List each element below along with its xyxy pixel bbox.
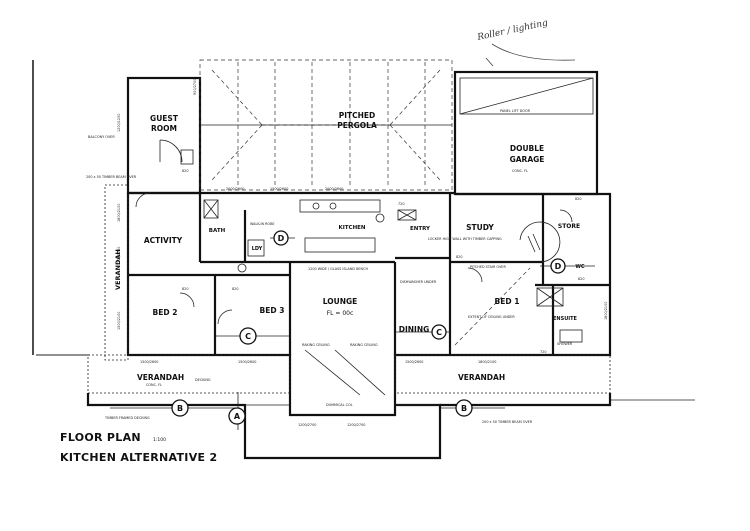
- room-label-wc: WC: [575, 264, 585, 270]
- interior-fixtures: [135, 192, 583, 396]
- room-label-bath: BATH: [209, 228, 226, 234]
- plan-title-scale: 1:100: [153, 437, 166, 443]
- room-label-ensuite: ENSUITE: [553, 316, 578, 322]
- dim-16: 820: [182, 169, 188, 173]
- room-label-activity: ACTIVITY: [144, 236, 183, 245]
- note-raking-ceiling-1: RAKING CEILING: [302, 343, 330, 347]
- dim-19: 820: [456, 255, 462, 259]
- dim-8: 1200/2700: [298, 423, 316, 427]
- dim-20: 820: [575, 197, 581, 201]
- note-beam-over-right: 200 x 50 TIMBER BEAM OVER: [482, 420, 533, 424]
- dim-21: 820: [578, 277, 584, 281]
- room-label-garage-2: GARAGE: [510, 155, 545, 164]
- note-locker-wall: LOCKER HIGH WALL WITH TIMBER CAPPING: [428, 237, 502, 241]
- section-marker-b-left-label: B: [177, 404, 183, 413]
- section-marker-b-left: B: [110, 399, 240, 417]
- verandah-areas: [86, 184, 612, 460]
- dim-2: 1500/2600: [238, 360, 256, 364]
- room-label-garage-1: DOUBLE: [510, 144, 544, 153]
- dim-6: 1500/2600: [270, 187, 288, 191]
- dim-5: 2000/2600: [325, 187, 343, 191]
- room-label-store: STORE: [558, 223, 580, 230]
- room-label-bed1: BED 1: [495, 297, 520, 306]
- dim-12: 1200/1200: [117, 247, 121, 265]
- room-label-bed3: BED 3: [260, 306, 285, 315]
- dim-14: 1200/1200: [117, 114, 121, 132]
- note-conc-fl-garage: CONC. FL: [512, 169, 528, 173]
- section-marker-b-right-label: B: [461, 404, 467, 413]
- note-raking-ceiling-2: RAKING CEILING: [350, 343, 378, 347]
- room-label-guest-2: ROOM: [151, 124, 177, 133]
- dim-23: 720: [540, 350, 546, 354]
- section-marker-a-left-label: A: [234, 412, 241, 421]
- house-outline: [126, 191, 612, 417]
- dim-18: 820: [232, 287, 238, 291]
- garage-block: [453, 70, 599, 196]
- room-label-entry: ENTRY: [410, 226, 431, 232]
- section-marker-a-left: A: [228, 392, 246, 430]
- room-label-dining: DINING: [399, 325, 430, 334]
- note-conc-fl-verandah: CONC. FL: [146, 383, 162, 387]
- section-marker-b-right: B: [440, 399, 505, 417]
- handwritten-note: Roller / lighting: [476, 18, 549, 43]
- section-marker-d-study: D: [540, 258, 595, 274]
- note-walk-in-robe: WALK-IN ROBE: [250, 222, 275, 226]
- room-label-pergola-1: PITCHED: [339, 111, 376, 120]
- note-timber-decking: TIMBER FRAMED DECKING: [104, 416, 150, 420]
- dim-22: 720: [398, 202, 404, 206]
- section-marker-d-bath: D: [270, 230, 295, 246]
- room-label-study: STUDY: [466, 223, 494, 232]
- dim-11: 1800/2100: [117, 204, 121, 222]
- dim-10: 900/2700: [193, 79, 197, 95]
- note-shower: SHOWER: [557, 342, 573, 346]
- note-dishwasher: DISHWASHER UNDER: [400, 280, 437, 284]
- note-beam-over-left: 200 x 50 TIMBER BEAM OVER: [86, 175, 137, 179]
- section-marker-c-bed3-label: C: [245, 332, 251, 341]
- room-label-verandah-right: VERANDAH: [458, 373, 505, 382]
- note-extent-ceiling: EXTENT OF CEILING UNDER: [468, 315, 515, 319]
- dim-1: 1500/2600: [140, 360, 158, 364]
- dim-4: 1800/2100: [478, 360, 496, 364]
- dim-15: 1800/2100: [604, 302, 608, 320]
- dim-7: 2000/2600: [226, 187, 244, 191]
- room-label-kitchen: KITCHEN: [338, 225, 365, 231]
- room-label-lounge-fl: FL = 00c: [327, 310, 354, 317]
- note-panel-lift-door: PANEL LIFT DOOR: [500, 109, 531, 113]
- dim-3: 1500/2600: [405, 360, 423, 364]
- plan-title: FLOOR PLAN: [60, 431, 141, 444]
- dim-9: 1200/2700: [347, 423, 365, 427]
- room-label-ldy: LDY: [252, 246, 263, 252]
- room-label-guest-1: GUEST: [150, 114, 179, 123]
- section-marker-c-dining-label: C: [436, 328, 442, 337]
- note-balcony-over: BALCONY OVER: [88, 135, 115, 139]
- dim-13: 1500/2100: [117, 312, 121, 330]
- room-label-lounge: LOUNGE: [323, 297, 358, 306]
- room-label-verandah-vert: VERANDAH: [114, 249, 122, 290]
- section-marker-c-dining: C: [395, 324, 450, 340]
- room-label-bed2: BED 2: [153, 308, 178, 317]
- room-label-verandah-left: VERANDAH: [137, 373, 184, 382]
- note-dummical-col: DUMMICAL COL: [326, 403, 353, 407]
- dim-17: 820: [182, 287, 188, 291]
- room-label-pergola-2: PERGOLA: [337, 121, 377, 130]
- handwritten-annotation: Roller / lighting: [476, 18, 576, 67]
- note-island-bench: 1200 WIDE / GLASS ISLAND BENCH: [308, 267, 368, 271]
- section-marker-d-study-label: D: [555, 262, 562, 271]
- note-decking: DECKING: [195, 378, 211, 382]
- note-pitched-stair: PITCHED STAIR OVER: [470, 265, 506, 269]
- guest-room-block: [126, 76, 202, 195]
- plan-subtitle: KITCHEN ALTERNATIVE 2: [60, 451, 217, 464]
- section-marker-d-bath-label: D: [278, 234, 285, 243]
- section-marker-c-bed3: C: [215, 327, 290, 345]
- pergola-block: [199, 59, 453, 191]
